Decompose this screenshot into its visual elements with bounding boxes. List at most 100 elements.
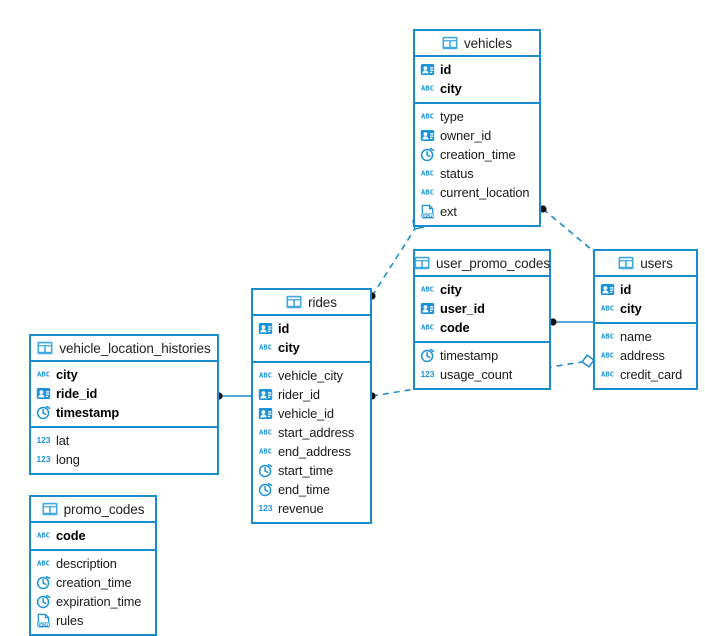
field-row-rides-end_time[interactable]: end_time xyxy=(253,480,370,499)
field-row-rides-id[interactable]: id xyxy=(253,319,370,338)
field-label: start_time xyxy=(278,463,334,478)
field-label: type xyxy=(440,109,464,124)
relationship-line xyxy=(542,208,599,256)
table-title: vehicle_location_histories xyxy=(59,340,211,356)
table-icon xyxy=(37,341,53,355)
123-icon: 123 xyxy=(258,501,273,516)
field-label: ride_id xyxy=(56,386,98,401)
clock-icon xyxy=(36,575,51,590)
field-row-user_promo_codes-user_id[interactable]: user_id xyxy=(415,299,549,318)
123-icon: 123 xyxy=(36,433,51,448)
table-header-vehicles[interactable]: vehicles xyxy=(415,31,539,57)
abc-icon: ABC xyxy=(420,166,435,181)
svg-text:ABC: ABC xyxy=(259,343,272,352)
field-row-promo_codes-creation_time[interactable]: creation_time xyxy=(31,573,155,592)
abc-icon: ABC xyxy=(600,367,615,382)
table-icon xyxy=(414,256,430,270)
svg-text:JSON: JSON xyxy=(420,213,434,219)
field-row-user_promo_codes-usage_count[interactable]: 123 usage_count xyxy=(415,365,549,384)
svg-text:ABC: ABC xyxy=(601,332,614,341)
field-row-vehicles-id[interactable]: id xyxy=(415,60,539,79)
relationship-rel-vlh-rides[interactable] xyxy=(215,392,251,400)
field-row-vehicles-owner_id[interactable]: owner_id xyxy=(415,126,539,145)
field-row-promo_codes-expiration_time[interactable]: expiration_time xyxy=(31,592,155,611)
svg-text:ABC: ABC xyxy=(601,351,614,360)
field-row-rides-city[interactable]: ABC city xyxy=(253,338,370,357)
svg-text:ABC: ABC xyxy=(37,531,50,540)
field-label: description xyxy=(56,556,117,571)
field-label: city xyxy=(620,301,642,316)
field-label: end_address xyxy=(278,444,351,459)
abc-icon: ABC xyxy=(36,556,51,571)
svg-text:ABC: ABC xyxy=(259,428,272,437)
field-row-vehicles-status[interactable]: ABC status xyxy=(415,164,539,183)
abc-icon: ABC xyxy=(420,185,435,200)
table-header-user_promo_codes[interactable]: user_promo_codes xyxy=(414,251,550,277)
clock-icon xyxy=(36,594,51,609)
123-icon: 123 xyxy=(420,367,435,382)
field-row-vehicle_location_histories-timestamp[interactable]: timestamp xyxy=(31,403,217,422)
field-label: city xyxy=(278,340,300,355)
field-row-rides-vehicle_id[interactable]: vehicle_id xyxy=(253,404,370,423)
field-label: usage_count xyxy=(440,367,513,382)
field-row-vehicles-creation_time[interactable]: creation_time xyxy=(415,145,539,164)
table-icon xyxy=(442,36,458,50)
relationship-rel-upc-users[interactable] xyxy=(549,318,593,326)
field-row-promo_codes-description[interactable]: ABC description xyxy=(31,554,155,573)
field-row-vehicle_location_histories-ride_id[interactable]: ride_id xyxy=(31,384,217,403)
field-row-rides-start_time[interactable]: start_time xyxy=(253,461,370,480)
table-header-promo_codes[interactable]: promo_codes xyxy=(31,497,155,523)
field-row-rides-rider_id[interactable]: rider_id xyxy=(253,385,370,404)
table-header-users[interactable]: users xyxy=(595,251,696,277)
123-icon: 123 xyxy=(36,452,51,467)
svg-text:ABC: ABC xyxy=(421,285,434,294)
abc-icon: ABC xyxy=(600,329,615,344)
relationship-line xyxy=(371,223,419,297)
field-label: end_time xyxy=(278,482,330,497)
field-label: rider_id xyxy=(278,387,320,402)
field-row-user_promo_codes-timestamp[interactable]: timestamp xyxy=(415,346,549,365)
key-id-icon xyxy=(420,62,435,77)
abc-icon: ABC xyxy=(600,348,615,363)
field-row-users-id[interactable]: id xyxy=(595,280,696,299)
table-header-vehicle_location_histories[interactable]: vehicle_location_histories xyxy=(31,336,217,362)
abc-icon: ABC xyxy=(420,81,435,96)
field-label: ext xyxy=(440,204,457,219)
table-header-rides[interactable]: rides xyxy=(253,290,370,316)
table-icon xyxy=(286,295,302,309)
svg-text:ABC: ABC xyxy=(37,559,50,568)
field-row-vehicles-ext[interactable]: JSON ext xyxy=(415,202,539,221)
svg-text:123: 123 xyxy=(259,503,273,513)
clock-icon xyxy=(36,405,51,420)
field-label: status xyxy=(440,166,474,181)
field-label: rules xyxy=(56,613,84,628)
